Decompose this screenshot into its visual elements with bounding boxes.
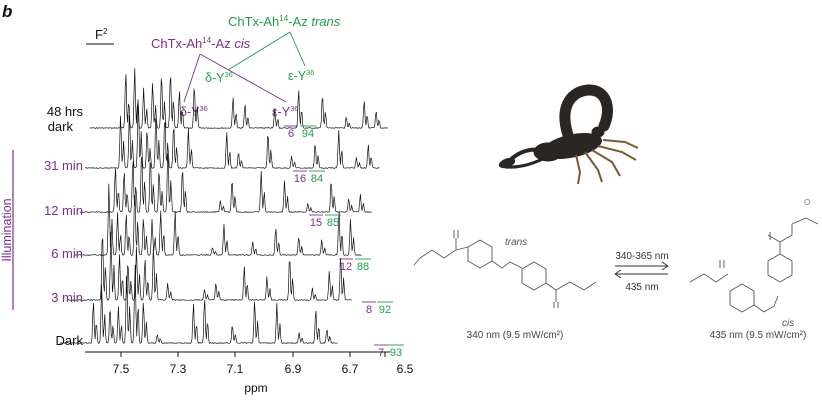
trans-label: trans [505, 237, 527, 248]
cis-molecule [689, 217, 819, 313]
equilibrium-arrows [614, 261, 669, 279]
trans-caption: 340 nm (9.5 mW/cm²) [467, 330, 564, 341]
axis-tick-label: 6.9 [285, 362, 302, 376]
cis-title: ChTx-Ah14-Az cis [151, 36, 251, 51]
trans-percent: 93 [390, 347, 402, 359]
azobenzene-scheme [413, 217, 819, 313]
trans-percent: 84 [311, 173, 323, 185]
cis-percent: 6 [288, 128, 294, 140]
axis-tick-label: 7.3 [170, 362, 187, 376]
trans-connectors [227, 31, 306, 71]
illumination-bracket: Illumination [0, 150, 14, 310]
cis-percent: 7 [378, 347, 384, 359]
cis-percent: 16 [294, 173, 306, 185]
axis-tick-label: 7.1 [227, 362, 244, 376]
trans-percent: 85 [327, 217, 339, 229]
ppm-axis: 7.5 7.3 7.1 6.9 6.7 6.5 [85, 351, 414, 376]
trans-percent: 92 [379, 304, 391, 316]
spectrum-trace [84, 99, 380, 169]
spectrum-label: 31 min [44, 158, 83, 173]
spectrum-label: 3 min [51, 290, 83, 305]
reverse-wavelength: 435 nm [625, 282, 658, 293]
forward-wavelength: 340-365 nm [615, 251, 668, 262]
trans-percent: 94 [302, 128, 314, 140]
panel-label: b [2, 2, 12, 21]
spectrum-label: Dark [56, 333, 84, 348]
spectrum-label: 48 hrs [47, 104, 84, 119]
nmr-spectra [59, 68, 388, 344]
spectrum-trace [74, 183, 362, 256]
axis-tick-label: 6.5 [397, 362, 414, 376]
spectrum-label-line2: dark [48, 119, 74, 134]
cis-connectors [183, 53, 287, 103]
trans-title: ChTx-Ah14-Az trans [228, 14, 341, 29]
trans-molecule [413, 230, 597, 308]
trans-delta-label: δ-Y36 [205, 70, 233, 85]
cis-caption: 435 nm (9.5 mW/cm²) [710, 330, 807, 341]
spectrum-trace [59, 264, 338, 344]
trans-epsilon-label: ε-Y36 [288, 68, 314, 83]
cis-label: cis [782, 318, 794, 329]
axis-tick-label: 7.5 [113, 362, 130, 376]
spectrum-trace [80, 153, 372, 213]
scorpion-image [498, 84, 639, 185]
illumination-label: Illumination [0, 198, 14, 261]
corner-letter: O [804, 198, 810, 207]
f2-annotation: F2 [86, 27, 114, 45]
cis-delta-label: δ-Y36 [180, 104, 208, 119]
trans-percent: 88 [357, 261, 369, 273]
cis-percent: 12 [340, 261, 352, 273]
axis-tick-label: 6.7 [342, 362, 359, 376]
spectrum-label: 12 min [44, 203, 83, 218]
f2-label: F2 [95, 27, 108, 42]
cis-percent: 15 [310, 217, 322, 229]
cis-percent: 8 [366, 304, 372, 316]
spectrum-trace [68, 231, 352, 301]
spectrum-label: 6 min [51, 246, 83, 261]
cis-epsilon-label: ε-Y36 [272, 104, 298, 119]
axis-label: ppm [244, 381, 267, 395]
spectrum-trace [89, 68, 388, 129]
